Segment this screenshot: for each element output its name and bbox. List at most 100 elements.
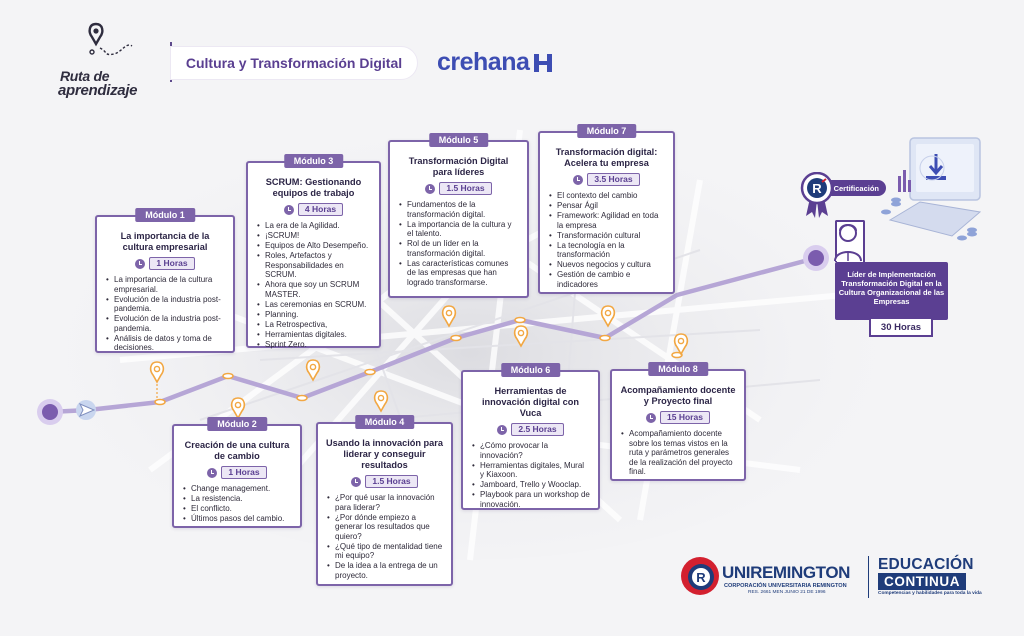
topic-item: Ahora que soy un SCRUM MASTER. bbox=[256, 280, 371, 299]
pin-module-4-icon bbox=[373, 390, 389, 413]
topic-item: ¡SCRUM! bbox=[256, 231, 371, 241]
module-4-topics: ¿Por qué usar la innovación para liderar… bbox=[326, 493, 443, 580]
module-2-hours-label: 1 Horas bbox=[221, 466, 267, 479]
location-pin-icons bbox=[149, 305, 689, 420]
module-4-card: Módulo 4 Usando la innovación para lider… bbox=[316, 415, 453, 586]
clock-icon bbox=[283, 204, 294, 215]
module-8-hours: 15 Horas bbox=[620, 411, 736, 424]
module-2-hours: 1 Horas bbox=[182, 466, 292, 479]
pin-module-5-icon bbox=[441, 305, 457, 328]
module-5-title: Transformación Digital para líderes bbox=[408, 156, 509, 177]
topic-item: ¿Por qué usar la innovación para liderar… bbox=[326, 493, 443, 512]
brand-line-1: Ruta de bbox=[60, 68, 110, 84]
module-4-hours-label: 1.5 Horas bbox=[365, 475, 418, 488]
topic-item: Fundamentos de la transformación digital… bbox=[398, 200, 519, 219]
clock-icon bbox=[207, 467, 218, 478]
topic-item: La era de la Agilidad. bbox=[256, 221, 371, 231]
topic-item: Herramientas digitales. bbox=[256, 330, 371, 340]
module-3-card: Módulo 3 SCRUM: Gestionando equipos de t… bbox=[246, 154, 381, 349]
topic-item: Evolución de la industria post-pandemia. bbox=[105, 295, 225, 314]
svg-text:R: R bbox=[812, 181, 822, 196]
topic-item: Sprint Zero. bbox=[256, 340, 371, 350]
start-node bbox=[42, 404, 58, 420]
module-1-topics: La importancia de la cultura empresarial… bbox=[105, 275, 225, 353]
module-8-card: Módulo 8 Acompañamiento docente y Proyec… bbox=[610, 362, 746, 481]
topic-item: Transformación cultural bbox=[548, 231, 665, 241]
crehana-mark-icon bbox=[534, 54, 552, 72]
certification-label: Certificación bbox=[822, 180, 886, 196]
educacion-continua-line1: EDUCACIÓN bbox=[878, 556, 974, 573]
clock-icon bbox=[497, 424, 508, 435]
topic-item: ¿Por dónde empiezo a generar los resulta… bbox=[326, 513, 443, 542]
module-2-card: Módulo 2 Creación de una cultura de camb… bbox=[172, 417, 302, 528]
svg-text:R: R bbox=[696, 570, 706, 585]
topic-item: Acompañamiento docente sobre los temas v… bbox=[620, 429, 736, 477]
topic-item: ¿Cómo provocar la innovación? bbox=[471, 441, 590, 460]
module-5-topics: Fundamentos de la transformación digital… bbox=[398, 200, 519, 287]
uniremington-emblem-icon: R bbox=[681, 557, 719, 595]
module-3-topics: La era de la Agilidad. ¡SCRUM! Equipos d… bbox=[256, 221, 371, 349]
module-6-tag: Módulo 6 bbox=[500, 363, 561, 377]
module-2-tag: Módulo 2 bbox=[207, 417, 267, 431]
module-5-hours-label: 1.5 Horas bbox=[439, 182, 492, 195]
topic-item: Las ceremonias en SCRUM. bbox=[256, 300, 371, 310]
pin-module-8-icon bbox=[673, 333, 689, 356]
topic-item: Evolución de la industria post-pandemia. bbox=[105, 314, 225, 333]
topic-item: De la idea a la entrega de un proyecto. bbox=[326, 561, 443, 580]
module-5-card: Módulo 5 Transformación Digital para líd… bbox=[388, 133, 529, 298]
topic-item: Gestión de cambio e indicadores bbox=[548, 270, 665, 289]
pin-module-7-icon bbox=[600, 305, 616, 328]
clock-icon bbox=[135, 258, 146, 269]
topic-item: Pensar Ágil bbox=[548, 201, 665, 211]
clock-icon bbox=[351, 476, 362, 487]
module-3-tag: Módulo 3 bbox=[283, 154, 344, 168]
leader-person-icon bbox=[834, 224, 862, 262]
topic-item: Últimos pasos del cambio. bbox=[182, 514, 292, 524]
module-6-title: Herramientas de innovación digital con V… bbox=[482, 386, 579, 418]
final-role-box: Líder de Implementación Transformación D… bbox=[835, 262, 948, 320]
topic-item: Planning. bbox=[256, 310, 371, 320]
topic-item: Roles, Artefactos y Responsabilidades en… bbox=[256, 251, 371, 280]
topic-item: La tecnología en la transformación bbox=[548, 241, 665, 260]
module-8-title: Acompañamiento docente y Proyecto final bbox=[620, 385, 736, 406]
module-7-hours-label: 3.5 Horas bbox=[587, 173, 640, 186]
topic-item: Nuevos negocios y cultura bbox=[548, 260, 665, 270]
certification-text: Certificación bbox=[833, 183, 879, 193]
module-5-tag: Módulo 5 bbox=[428, 133, 489, 147]
brand-line-2: aprendizaje bbox=[58, 82, 138, 99]
module-3-hours-label: 4 Horas bbox=[297, 203, 344, 216]
module-2-topics: Change management. La resistencia. El co… bbox=[182, 484, 292, 524]
clock-icon bbox=[425, 183, 436, 194]
topic-item: Equipos de Alto Desempeño. bbox=[256, 241, 371, 251]
topic-item: Change management. bbox=[182, 484, 292, 494]
module-7-tag: Módulo 7 bbox=[576, 124, 637, 138]
module-1-title: La importancia de la cultura empresarial bbox=[120, 231, 210, 252]
clock-icon bbox=[646, 412, 657, 423]
pin-module-1-icon bbox=[149, 361, 165, 400]
ruta-de-aprendizaje-logo: Ruta de aprendizaje bbox=[58, 22, 158, 99]
topic-item: El contexto del cambio bbox=[548, 191, 665, 201]
module-6-hours-label: 2.5 Horas bbox=[511, 423, 564, 436]
final-role-text: Líder de Implementación Transformación D… bbox=[838, 270, 945, 306]
pin-module-3-icon bbox=[305, 359, 321, 382]
topic-item: Framework: Agilidad en toda la empresa bbox=[548, 211, 665, 230]
topic-item: La importancia de la cultura y el talent… bbox=[398, 220, 519, 239]
module-1-hours-label: 1 Horas bbox=[149, 257, 195, 270]
uniremington-subtitle: CORPORACIÓN UNIVERSITARIA REMINGTON bbox=[724, 583, 847, 589]
laptop-analytics-icon bbox=[881, 137, 982, 241]
topic-item: La resistencia. bbox=[182, 494, 292, 504]
module-6-card: Módulo 6 Herramientas de innovación digi… bbox=[461, 363, 600, 510]
crehana-logo: crehana bbox=[437, 48, 530, 76]
module-5-hours: 1.5 Horas bbox=[398, 182, 519, 195]
module-3-title: SCRUM: Gestionando equipos de trabajo bbox=[265, 177, 362, 198]
module-7-card: Módulo 7 Transformación digital: Acelera… bbox=[538, 124, 675, 294]
module-8-topics: Acompañamiento docente sobre los temas v… bbox=[620, 429, 736, 477]
total-hours-text: 30 Horas bbox=[880, 321, 922, 333]
uniremington-wordmark: UNIREMINGTON bbox=[722, 563, 851, 582]
clock-icon bbox=[573, 174, 584, 185]
module-1-card: Módulo 1 La importancia de la cultura em… bbox=[95, 208, 235, 353]
program-title: Cultura y Transformación Digital bbox=[170, 46, 418, 80]
educacion-continua-line2: CONTINUA bbox=[878, 573, 967, 590]
topic-item: Las características comunes de las empre… bbox=[398, 259, 519, 288]
module-1-hours: 1 Horas bbox=[105, 257, 225, 270]
